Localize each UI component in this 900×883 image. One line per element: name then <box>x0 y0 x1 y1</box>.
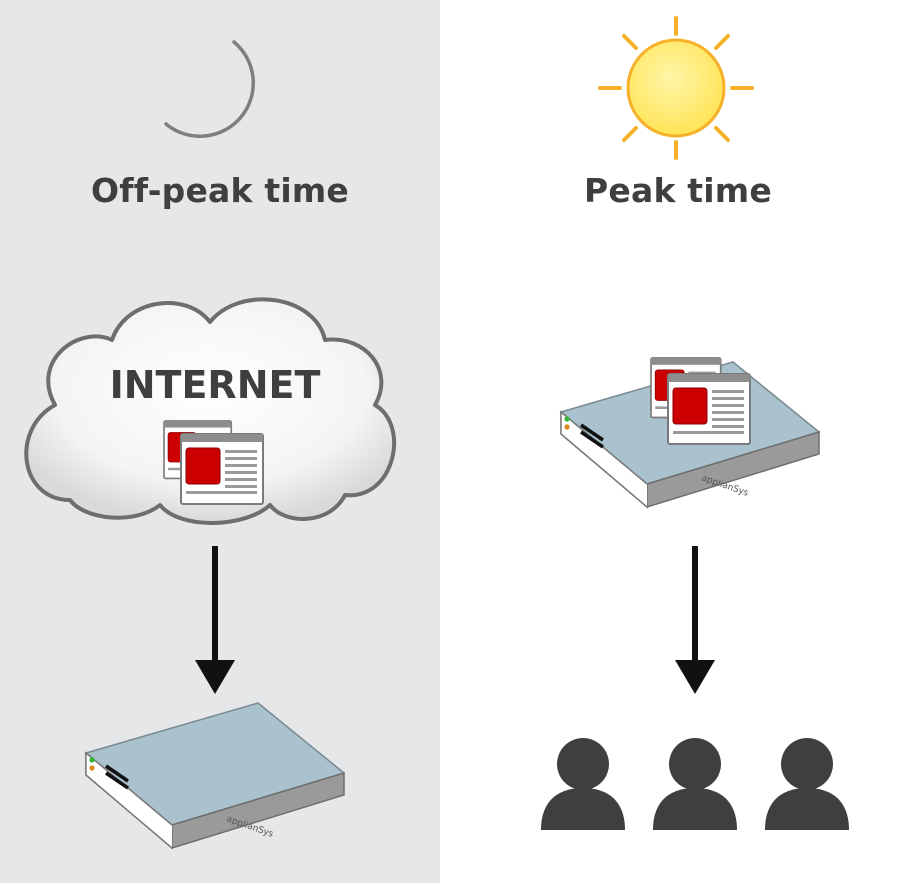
cache-appliance: applianSys <box>84 701 346 850</box>
moon-icon <box>164 40 256 139</box>
user-icon <box>653 738 737 830</box>
off-peak-label: Off-peak time <box>90 171 350 210</box>
cached-document-front <box>667 373 751 445</box>
user-icon <box>765 738 849 830</box>
serve-arrow <box>675 546 715 694</box>
sun-icon <box>598 16 754 160</box>
internet-label: INTERNET <box>110 363 321 407</box>
internet-cloud: INTERNET <box>24 297 397 525</box>
user-icon <box>541 738 625 830</box>
download-arrow <box>195 546 235 694</box>
peak-label: Peak time <box>584 171 772 210</box>
cloud-document-front <box>180 433 264 505</box>
